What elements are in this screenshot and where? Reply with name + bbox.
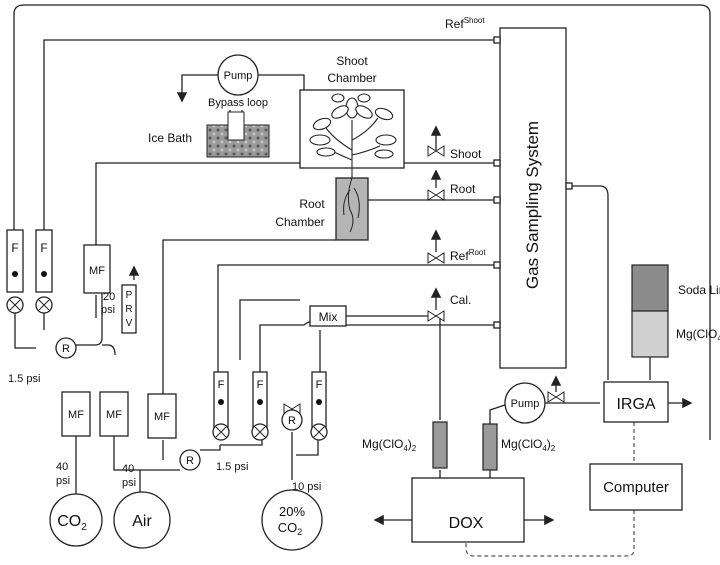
gas-lines bbox=[13, 4, 711, 557]
port-cal bbox=[493, 321, 501, 329]
computer-box bbox=[589, 463, 683, 511]
valve-ref-root-icon bbox=[427, 252, 445, 264]
mix-label: Mix bbox=[319, 310, 338, 324]
co2-20-pct-label: 20% bbox=[279, 504, 305, 519]
port-root bbox=[493, 196, 501, 204]
shoot-chamber-label-1: Shoot bbox=[336, 54, 368, 68]
ice-bath-tube bbox=[227, 111, 245, 141]
psi-20-line1: 20 bbox=[103, 291, 115, 303]
flowmeter-left-1: F bbox=[6, 229, 24, 314]
psi-40-mid-2: psi bbox=[122, 477, 136, 489]
psi-10-label: 10 psi bbox=[292, 481, 321, 493]
mass-flow-co2-1-label: MF bbox=[68, 409, 84, 421]
mass-flow-top-label: MF bbox=[89, 265, 105, 277]
air-tank bbox=[113, 491, 171, 549]
mass-flow-air bbox=[147, 393, 177, 439]
prv-label-p: P bbox=[126, 290, 133, 301]
mgclo4-column-mid bbox=[482, 423, 498, 471]
mgclo4-mid-label: Mg(ClO4)2 bbox=[501, 437, 556, 453]
valve-shoot-icon bbox=[427, 145, 445, 157]
ref-shoot-label: RefShoot bbox=[445, 16, 485, 31]
valve-cal-icon bbox=[427, 310, 445, 322]
valve-pump-icon bbox=[547, 391, 565, 403]
regulator-mid-label: R bbox=[186, 455, 194, 467]
port-ref-shoot bbox=[493, 36, 501, 44]
regulator-10psi bbox=[281, 409, 303, 431]
regulator-left-label: R bbox=[62, 343, 70, 355]
regulator-mid bbox=[179, 449, 201, 471]
bypass-pump-label: Pump bbox=[224, 70, 253, 82]
psi-1-5-left: 1.5 psi bbox=[8, 373, 40, 385]
mass-flow-air-label: MF bbox=[154, 411, 170, 423]
flowmeter-left-2: F bbox=[35, 229, 53, 314]
mgclo4-column-left bbox=[432, 421, 448, 469]
psi-40-left-2: psi bbox=[56, 475, 70, 487]
ice-bath-label: Ice Bath bbox=[148, 131, 192, 145]
plant-icon bbox=[309, 93, 397, 178]
co2-20-tank bbox=[261, 489, 323, 551]
root-line-label: Root bbox=[450, 182, 476, 196]
co2-tank-label: CO2 bbox=[57, 513, 87, 533]
ref-root-label: RefRoot bbox=[450, 248, 486, 263]
svg-text:F: F bbox=[218, 379, 225, 391]
svg-text:F: F bbox=[11, 241, 18, 255]
root-chamber-label-1: Root bbox=[299, 197, 325, 211]
soda-lime-label: Soda Lime bbox=[678, 283, 720, 297]
svg-text:F: F bbox=[257, 379, 264, 391]
irga-box bbox=[603, 381, 669, 423]
co2-20-label: CO2 bbox=[278, 520, 303, 537]
mix-box bbox=[309, 305, 347, 327]
computer-label: Computer bbox=[603, 479, 669, 496]
cal-label: Cal. bbox=[450, 293, 471, 307]
port-ref-root bbox=[493, 261, 501, 269]
psi-40-mid-1: 40 bbox=[122, 463, 134, 475]
mass-flow-co2-2 bbox=[99, 391, 129, 437]
flowmeter-mid-2: F bbox=[251, 371, 269, 441]
mgclo4-column-right bbox=[631, 310, 669, 358]
mgclo4-left-label: Mg(ClO4)2 bbox=[362, 437, 417, 453]
flowmeter-mid-1: F bbox=[212, 371, 230, 441]
shoot-line-label: Shoot bbox=[450, 147, 482, 161]
irga-label: IRGA bbox=[616, 396, 655, 413]
dox-label: DOX bbox=[449, 515, 484, 532]
port-irga-out bbox=[565, 182, 573, 190]
air-tank-label: Air bbox=[132, 513, 152, 530]
port-shoot bbox=[493, 159, 501, 167]
valve-root-icon bbox=[427, 189, 445, 201]
dox-box bbox=[411, 477, 525, 543]
regulator-left bbox=[55, 337, 77, 359]
bypass-pump bbox=[217, 54, 259, 96]
prv-label-v: V bbox=[126, 318, 133, 329]
svg-text:F: F bbox=[316, 379, 323, 391]
irga-pump bbox=[504, 382, 546, 424]
roots-icon bbox=[343, 177, 360, 233]
irga-pump-label: Pump bbox=[511, 398, 540, 410]
prv-label-r: R bbox=[125, 304, 132, 315]
svg-text:F: F bbox=[40, 241, 47, 255]
bypass-loop-label: Bypass loop bbox=[208, 97, 268, 109]
shoot-chamber-label-2: Chamber bbox=[327, 71, 376, 85]
psi-20-line2: psi bbox=[101, 304, 115, 316]
root-chamber-box bbox=[335, 177, 369, 241]
prv-box bbox=[121, 284, 137, 334]
psi-40-left-1: 40 bbox=[56, 461, 68, 473]
mass-flow-co2-2-label: MF bbox=[106, 409, 122, 421]
mgclo4-right-label: Mg(ClO4)2 bbox=[676, 327, 720, 343]
flowmeter-mid-3: F bbox=[310, 371, 328, 441]
mass-flow-co2-1 bbox=[61, 391, 91, 437]
co2-tank bbox=[49, 493, 103, 547]
regulator-10psi-label: R bbox=[288, 415, 296, 427]
soda-lime-column bbox=[631, 264, 669, 312]
psi-1-5-mid: 1.5 psi bbox=[216, 461, 248, 473]
root-chamber-label-2: Chamber bbox=[275, 215, 324, 229]
gas-sampling-system-label: Gas Sampling System bbox=[523, 121, 542, 289]
mass-flow-top bbox=[83, 244, 111, 294]
